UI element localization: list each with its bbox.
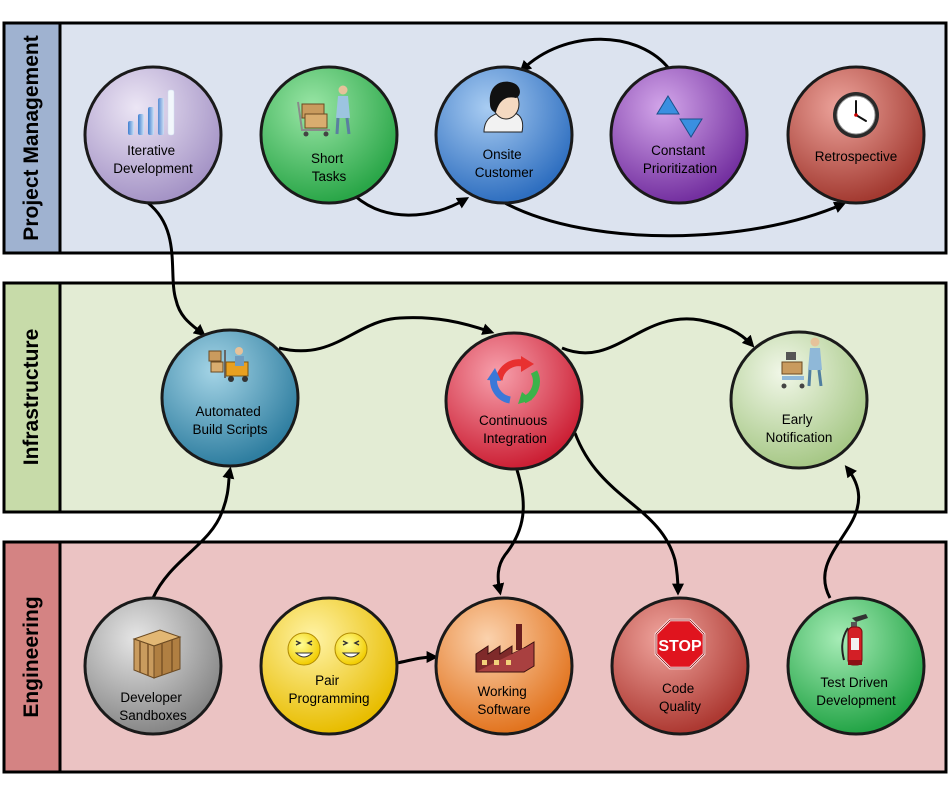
connector-pair-to-working xyxy=(396,651,439,665)
node-label: Pair Programming xyxy=(288,673,369,706)
node-label-line2: Prioritization xyxy=(643,161,717,176)
node-pair-programming[interactable]: Pair Programming xyxy=(259,596,399,736)
lane-label-box xyxy=(2,21,62,255)
smiley-faces-icon xyxy=(287,632,368,666)
node-label: Working Software xyxy=(477,684,530,717)
node-label-line1: Retrospective xyxy=(815,149,898,164)
node-label-line2: Development xyxy=(816,693,896,708)
connector-constant-to-onsite xyxy=(519,37,672,73)
node-label-line1: Code xyxy=(662,681,694,696)
node-label-line2: Integration xyxy=(483,431,547,446)
wooden-crate-icon xyxy=(132,629,182,679)
node-label-line1: Pair xyxy=(315,673,340,688)
node-test-driven-development[interactable]: Test Driven Development xyxy=(786,596,926,736)
node-circle xyxy=(83,65,223,205)
node-label-line1: Early xyxy=(782,412,813,427)
person-portrait-icon xyxy=(483,81,524,133)
node-label-line1: Working xyxy=(477,684,526,699)
clock-icon xyxy=(833,92,879,138)
node-label-line1: Continuous xyxy=(479,413,548,428)
stop-sign-icon: STOP xyxy=(654,618,706,670)
lane-label: Project Management xyxy=(20,35,43,240)
node-label: Continuous Integration xyxy=(479,413,551,446)
node-label: Developer Sandboxes xyxy=(119,690,187,723)
node-circle xyxy=(729,330,869,470)
node-label: Test Driven Development xyxy=(816,675,896,708)
node-circle xyxy=(434,65,574,205)
node-label-line1: Constant xyxy=(651,143,705,158)
node-circle xyxy=(786,596,926,736)
node-label-line1: Short xyxy=(311,151,344,166)
factory-icon xyxy=(475,624,535,673)
node-label-line1: Automated xyxy=(195,404,260,419)
node-label-line2: Notification xyxy=(766,430,833,445)
node-developer-sandboxes[interactable]: Developer Sandboxes xyxy=(83,596,223,736)
node-label-line2: Customer xyxy=(475,165,534,180)
cart-worker-icon xyxy=(781,337,823,389)
fire-extinguisher-icon xyxy=(841,614,868,666)
node-circle xyxy=(444,331,584,471)
lane-label-box xyxy=(2,540,62,774)
connector-ci-to-early xyxy=(561,317,755,355)
cycle-arrows-icon xyxy=(487,356,540,404)
node-continuous-integration[interactable]: Continuous Integration xyxy=(444,331,584,471)
node-retrospective[interactable]: Retrospective xyxy=(786,65,926,205)
node-label: Automated Build Scripts xyxy=(192,404,267,437)
node-label-line1: Iterative xyxy=(127,143,175,158)
lane-label-box xyxy=(2,281,62,514)
node-circle xyxy=(609,65,749,205)
node-label: Constant Prioritization xyxy=(643,143,717,176)
node-constant-prioritization[interactable]: Constant Prioritization xyxy=(609,65,749,205)
node-circle xyxy=(259,65,399,205)
connector-automated-to-ci xyxy=(278,316,495,353)
node-label: Code Quality xyxy=(659,681,701,714)
node-label-line1: Test Driven xyxy=(820,675,888,690)
bar-chart-icon xyxy=(128,89,175,136)
lane-label: Infrastructure xyxy=(20,329,43,466)
node-label-line2: Quality xyxy=(659,699,701,714)
node-label-line2: Development xyxy=(113,161,193,176)
node-code-quality[interactable]: STOP Code Quality xyxy=(610,596,750,736)
node-label: Onsite Customer xyxy=(475,147,534,180)
node-label: Retrospective xyxy=(815,149,898,164)
node-working-software[interactable]: Working Software xyxy=(434,596,574,736)
shopping-cart-person-icon xyxy=(297,85,351,137)
connector-short-tasks-to-onsite xyxy=(354,194,470,217)
lane-label: Engineering xyxy=(20,596,43,717)
connector-ci-to-working xyxy=(492,469,525,596)
connector-ci-to-code-quality xyxy=(573,432,684,596)
connector-tdd-to-early xyxy=(823,465,861,599)
node-label-line2: Software xyxy=(477,702,530,717)
node-label: Iterative Development xyxy=(113,143,193,176)
connectors xyxy=(147,37,861,665)
node-circle xyxy=(259,596,399,736)
forklift-icon xyxy=(208,347,249,382)
node-early-notification[interactable]: Early Notification xyxy=(729,330,869,470)
node-circle xyxy=(160,328,300,468)
node-automated-build-scripts[interactable]: Automated Build Scripts xyxy=(160,328,300,468)
connector-iterative-to-automated xyxy=(147,201,206,337)
node-label-line1: Onsite xyxy=(483,147,522,162)
node-onsite-customer[interactable]: Onsite Customer xyxy=(434,65,574,205)
node-label: Short Tasks xyxy=(311,151,347,184)
node-iterative-development[interactable]: Iterative Development xyxy=(83,65,223,205)
connector-sandboxes-to-automated xyxy=(151,466,235,599)
node-label-line2: Sandboxes xyxy=(119,708,187,723)
connector-onsite-to-retrospective xyxy=(504,201,847,238)
node-label-line2: Build Scripts xyxy=(192,422,267,437)
node-label: Early Notification xyxy=(766,412,833,445)
node-short-tasks[interactable]: Short Tasks xyxy=(259,65,399,205)
node-label-line1: Developer xyxy=(120,690,182,705)
stop-sign-text: STOP xyxy=(658,638,702,655)
up-down-triangles-icon xyxy=(656,95,703,138)
node-label-line2: Programming xyxy=(288,691,369,706)
node-label-line2: Tasks xyxy=(312,169,347,184)
